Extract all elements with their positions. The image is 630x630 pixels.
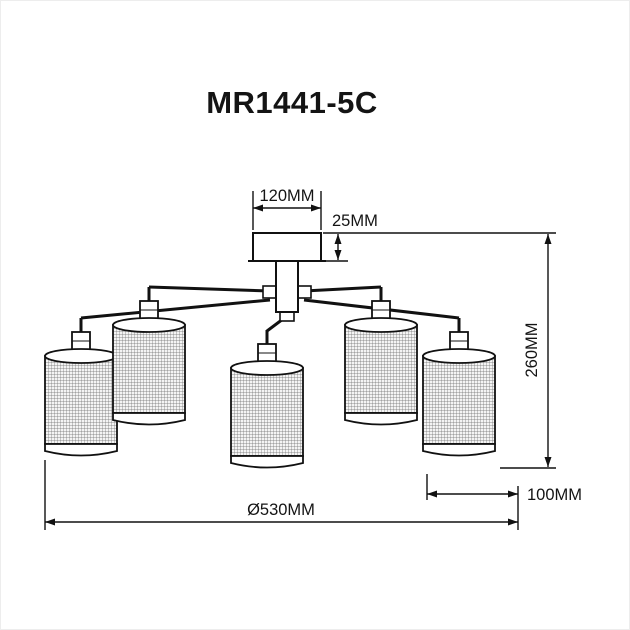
dimension-label-fixture-height: 260MM [523,322,541,377]
shade-inner-right [343,285,419,426]
mount-left [262,285,277,299]
arm-outer-left [80,298,271,320]
arm-inner-left [148,285,271,293]
ceiling-canopy [248,232,326,262]
shade-outer-right [421,316,497,457]
dimension-canopy-diameter [252,191,322,230]
dimension-label-canopy-height: 25MM [332,212,378,230]
dimension-label-shade-offset: 100MM [527,486,582,504]
dimension-overall-diameter [44,460,518,530]
dimension-canopy-height [323,232,556,262]
dimension-label-overall-diameter: Ø530MM [247,501,315,519]
shade-center [229,328,305,469]
dimension-fixture-height [500,234,556,469]
central-column [275,260,299,313]
product-code-title: MR1441-5C [206,85,378,120]
mount-right [297,285,312,299]
arm-inner-right [303,285,382,293]
mount-center [279,311,295,322]
shade-outer-left [43,316,119,457]
fixture [43,232,497,469]
dimension-label-canopy-diameter: 120MM [259,187,314,205]
